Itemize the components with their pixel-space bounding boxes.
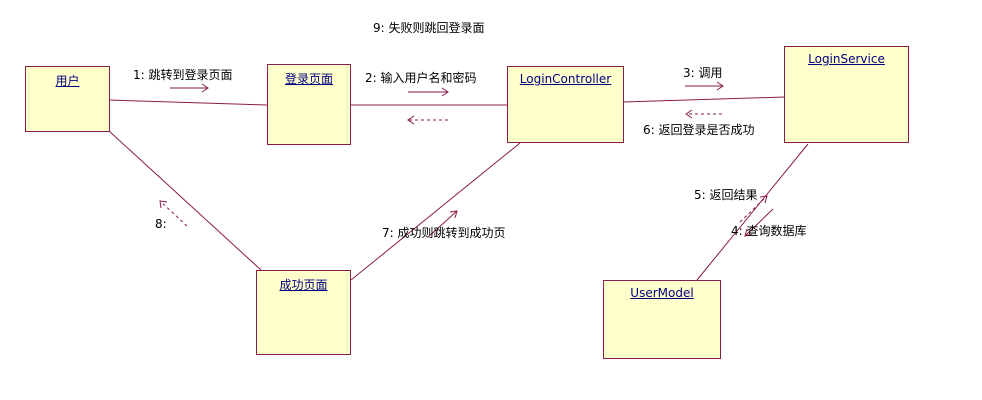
message-3-label: 3: 调用: [683, 66, 723, 80]
link-controller-service: [622, 96, 786, 103]
message-4-label: 4: 查询数据库: [731, 224, 807, 238]
link-service-usermodel: [696, 143, 809, 281]
arrow-m1: [170, 83, 209, 93]
object-login-controller-label: LoginController: [519, 72, 612, 86]
message-2-label: 2: 输入用户名和密码: [365, 71, 477, 85]
object-user-model[interactable]: UserModel: [603, 280, 721, 359]
arrow-m4: [744, 208, 774, 237]
object-user-label: 用户: [55, 74, 80, 88]
message-6-label: 6: 返回登录是否成功: [643, 123, 755, 137]
message-5-label: 5: 返回结果: [694, 188, 758, 202]
message-1-label: 1: 跳转到登录页面: [133, 68, 233, 82]
arrow-m3: [685, 81, 724, 91]
object-login-controller[interactable]: LoginController: [507, 66, 624, 143]
arrow-m8: [159, 200, 188, 227]
message-7-label: 7: 成功则跳转到成功页: [382, 226, 506, 240]
link-user-loginpage: [108, 99, 268, 106]
object-login-service[interactable]: LoginService: [784, 46, 909, 143]
object-user[interactable]: 用户: [25, 66, 110, 132]
object-login-service-label: LoginService: [808, 52, 885, 66]
arrow-m5: [739, 195, 768, 223]
object-success-page[interactable]: 成功页面: [256, 270, 351, 355]
link-controller-successpage: [350, 142, 521, 281]
link-user-successpage: [108, 130, 262, 271]
object-login-page[interactable]: 登录页面: [267, 64, 351, 145]
arrow-m2: [408, 87, 449, 97]
arrow-m6: [685, 109, 722, 119]
arrow-m7: [427, 210, 458, 238]
message-8-label: 8:: [155, 217, 167, 231]
message-9-label: 9: 失败则跳回登录面: [373, 21, 485, 35]
arrow-m2-return: [407, 115, 448, 125]
object-success-page-label: 成功页面: [279, 278, 328, 292]
object-login-page-label: 登录页面: [284, 72, 333, 86]
object-user-model-label: UserModel: [630, 286, 694, 300]
